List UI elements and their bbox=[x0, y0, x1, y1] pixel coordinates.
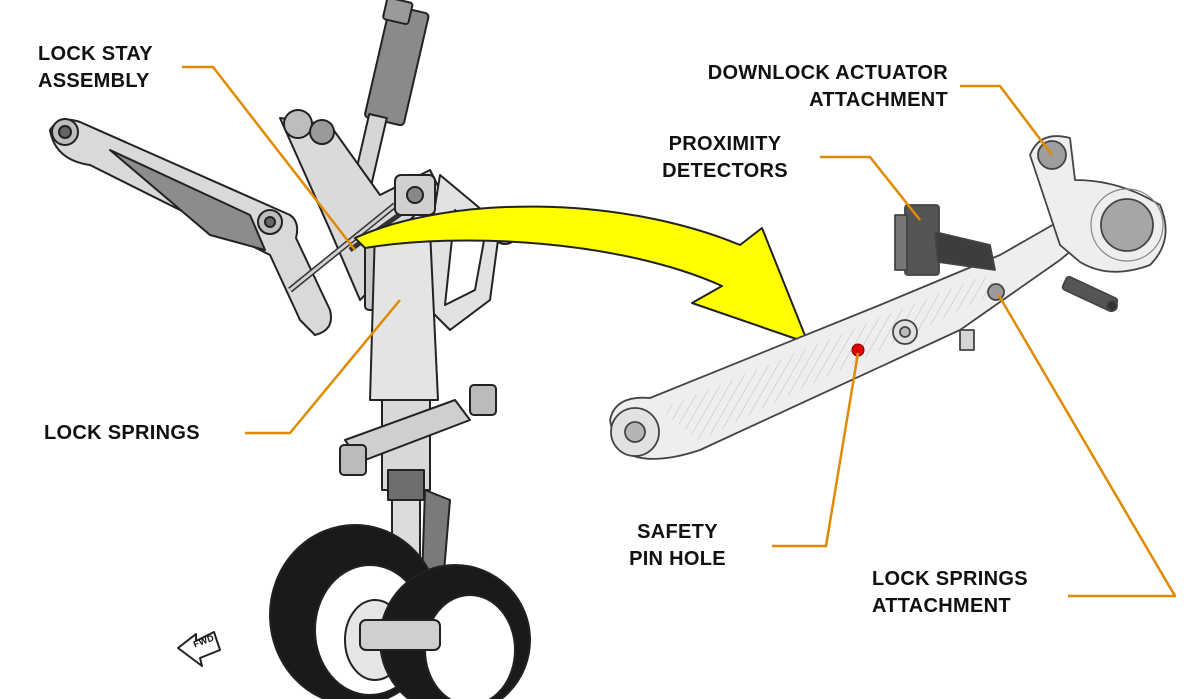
label-line: ATTACHMENT bbox=[809, 89, 948, 111]
label-line: LOCK SPRINGS bbox=[872, 568, 1028, 590]
label-line: SAFETY bbox=[637, 521, 718, 543]
label-line: PIN HOLE bbox=[629, 548, 726, 570]
label-line: LOCK STAY bbox=[38, 43, 153, 65]
label-line: DETECTORS bbox=[662, 160, 788, 182]
label-proximity-detectors: PROXIMITY DETECTORS bbox=[650, 131, 800, 185]
label-downlock-actuator-attachment: DOWNLOCK ACTUATOR ATTACHMENT bbox=[650, 60, 948, 114]
lock-springs-attachment-point bbox=[987, 283, 1005, 301]
label-line: PROXIMITY bbox=[668, 133, 782, 155]
leader-proximity-detectors bbox=[820, 155, 921, 221]
nose-wheel bbox=[269, 524, 531, 699]
leader-lock-springs bbox=[245, 299, 401, 435]
label-line: LOCK SPRINGS bbox=[44, 422, 200, 444]
label-lock-stay-assembly: LOCK STAY ASSEMBLY bbox=[38, 41, 153, 95]
lock-stay-detail bbox=[609, 135, 1167, 460]
drag-brace bbox=[49, 118, 332, 336]
label-lock-springs-attachment: LOCK SPRINGS ATTACHMENT bbox=[872, 566, 1028, 620]
fwd-arrow-icon bbox=[177, 631, 221, 667]
nose-gear-assembly bbox=[49, 0, 531, 699]
leader-lines bbox=[182, 65, 1177, 598]
proximity-detector-unit bbox=[894, 204, 996, 276]
retraction-actuator bbox=[350, 0, 430, 197]
label-line: ASSEMBLY bbox=[38, 70, 150, 92]
fwd-direction-indicator bbox=[177, 631, 221, 667]
leader-lock-springs-attachment bbox=[996, 293, 1177, 598]
leader-downlock-actuator bbox=[960, 84, 1053, 156]
label-line: ATTACHMENT bbox=[872, 595, 1011, 617]
leader-lock-stay-assembly bbox=[182, 65, 356, 251]
label-line: DOWNLOCK ACTUATOR bbox=[707, 62, 948, 84]
label-lock-springs: LOCK SPRINGS bbox=[44, 420, 200, 447]
adjustment-bolt bbox=[1061, 275, 1119, 313]
label-safety-pin-hole: SAFETY PIN HOLE bbox=[605, 519, 750, 573]
leader-safety-pin-hole bbox=[772, 352, 860, 548]
